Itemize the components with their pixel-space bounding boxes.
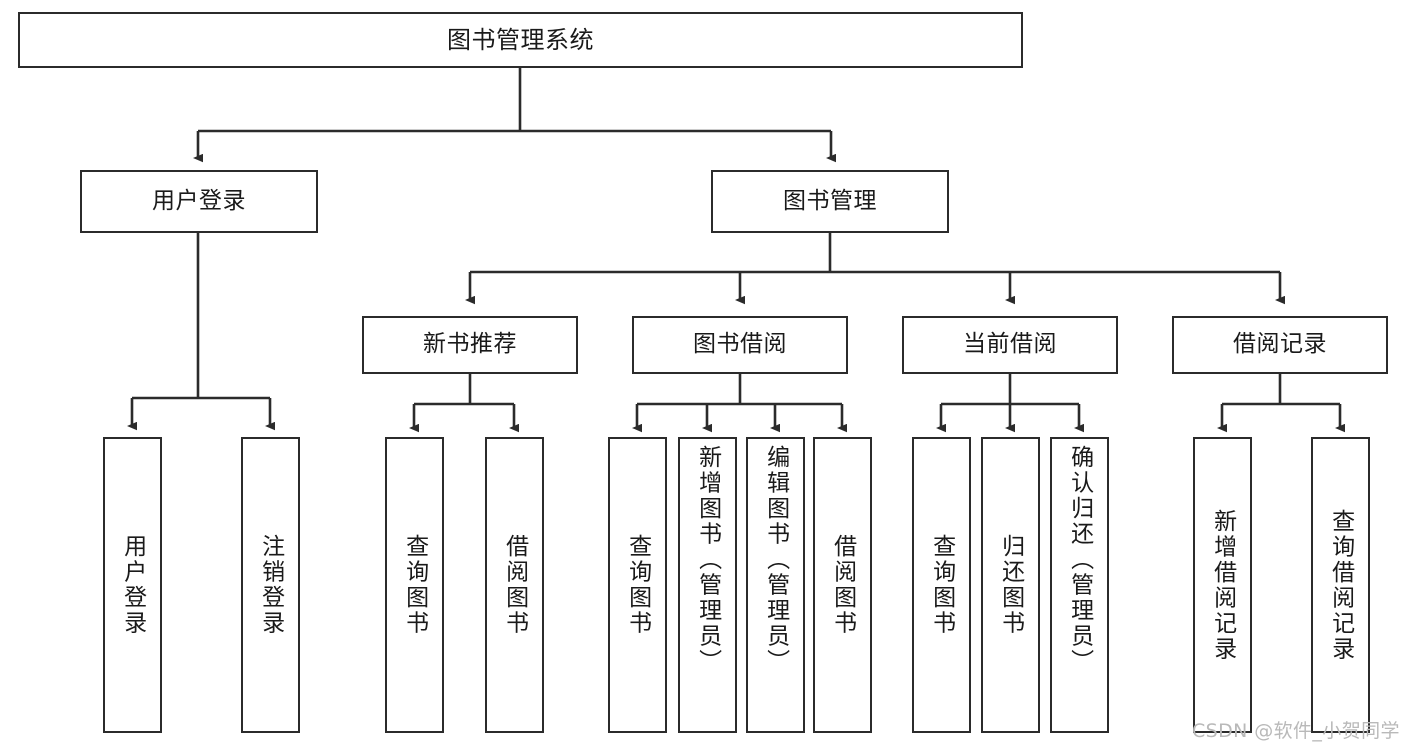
- node-label: 编辑图书（管理员）: [762, 445, 789, 675]
- node-label: 归还图书: [997, 534, 1024, 636]
- leaf-borrow-borrow-book[interactable]: 借阅图书: [813, 437, 872, 733]
- leaf-current-return-book[interactable]: 归还图书: [981, 437, 1040, 733]
- node-new-book-recommend[interactable]: 新书推荐: [362, 316, 578, 374]
- leaf-recommend-borrow-book[interactable]: 借阅图书: [485, 437, 544, 733]
- leaf-borrow-query-book[interactable]: 查询图书: [608, 437, 667, 733]
- node-label: 新增图书（管理员）: [694, 445, 721, 675]
- node-label: 确认归还（管理员）: [1066, 445, 1093, 675]
- csdn-watermark: CSDN @软件_小贺同学: [1192, 720, 1400, 742]
- node-book-management[interactable]: 图书管理: [711, 170, 949, 233]
- node-label: 借阅图书: [829, 534, 856, 636]
- node-label: 图书管理: [783, 187, 877, 214]
- leaf-user-login-login[interactable]: 用户登录: [103, 437, 162, 733]
- node-label: 新书推荐: [423, 331, 517, 358]
- node-label: 注销登录: [257, 534, 284, 636]
- node-label: 查询图书: [401, 534, 428, 636]
- node-borrow-record[interactable]: 借阅记录: [1172, 316, 1388, 374]
- node-label: 借阅图书: [501, 534, 528, 636]
- node-label: 用户登录: [119, 534, 146, 636]
- node-label: 新增借阅记录: [1209, 508, 1236, 662]
- node-label: 用户登录: [152, 187, 246, 214]
- leaf-borrow-edit-book-admin[interactable]: 编辑图书（管理员）: [746, 437, 805, 733]
- node-label: 图书管理系统: [447, 25, 594, 54]
- node-label: 借阅记录: [1233, 331, 1327, 358]
- node-label: 图书借阅: [693, 331, 787, 358]
- node-label: 查询借阅记录: [1327, 508, 1354, 662]
- node-label: 查询图书: [928, 534, 955, 636]
- node-label: 查询图书: [624, 534, 651, 636]
- node-user-login[interactable]: 用户登录: [80, 170, 318, 233]
- leaf-user-login-logout[interactable]: 注销登录: [241, 437, 300, 733]
- node-book-borrow[interactable]: 图书借阅: [632, 316, 848, 374]
- leaf-record-query-record[interactable]: 查询借阅记录: [1311, 437, 1370, 733]
- leaf-record-add-record[interactable]: 新增借阅记录: [1193, 437, 1252, 733]
- leaf-borrow-add-book-admin[interactable]: 新增图书（管理员）: [678, 437, 737, 733]
- node-label: 当前借阅: [963, 331, 1057, 358]
- leaf-current-query-book[interactable]: 查询图书: [912, 437, 971, 733]
- leaf-current-confirm-return-admin[interactable]: 确认归还（管理员）: [1050, 437, 1109, 733]
- leaf-recommend-query-book[interactable]: 查询图书: [385, 437, 444, 733]
- node-root-system[interactable]: 图书管理系统: [18, 12, 1023, 68]
- node-current-borrow[interactable]: 当前借阅: [902, 316, 1118, 374]
